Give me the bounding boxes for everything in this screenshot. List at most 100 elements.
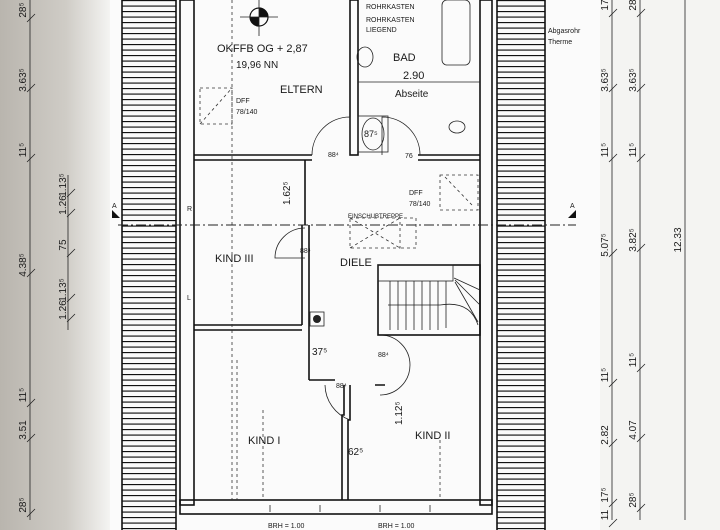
dimension-label: 3.63⁵ — [600, 68, 611, 92]
dimension-chains: 28⁵3.63⁵11⁵4.38⁵11⁵3.5128⁵1.13⁵1.26751.1… — [18, 0, 686, 528]
room-diele: DIELE — [340, 257, 372, 269]
dimension-label: 4.07 — [628, 420, 639, 440]
section-label-left: A — [112, 203, 117, 210]
dimension-tick — [66, 208, 76, 218]
rohrkasten-label: ROHRKASTEN — [366, 17, 415, 24]
abseite-label: Abseite — [395, 89, 429, 100]
shower-label: 87⁵ — [364, 129, 378, 139]
door-bad: 76 — [405, 153, 413, 160]
dimension-tick — [636, 8, 646, 18]
dimension-tick — [26, 398, 36, 408]
dimension-label: 3.51 — [18, 420, 29, 440]
dimension-label: 11⁵ — [600, 368, 611, 383]
room-kind2: KIND II — [415, 430, 450, 442]
dff-label-2: DFF — [409, 190, 423, 197]
dimension-tick — [608, 153, 618, 163]
dimension-tick — [608, 83, 618, 93]
dimension-tick — [636, 363, 646, 373]
nn-label: 19,96 NN — [236, 60, 278, 71]
dimension-label: 5.07⁵ — [600, 233, 611, 257]
dimension-tick — [66, 248, 76, 258]
dimension-tick — [608, 8, 618, 18]
paper-shadow — [0, 0, 110, 530]
roof-windows — [199, 0, 479, 500]
staircase — [377, 264, 481, 336]
dimension-tick — [26, 13, 36, 23]
dimension-label: 11⁵ — [628, 143, 639, 158]
section-arrow-right-icon — [568, 210, 576, 218]
dimension-label: 11⁵ — [18, 143, 29, 158]
dimension-tick — [608, 438, 618, 448]
dimension-tick — [26, 433, 36, 443]
mark-r: R — [187, 206, 192, 213]
dimension-label: 11⁵ — [18, 388, 29, 403]
dimension-total: 12.33 — [673, 227, 684, 252]
room-bad: BAD — [393, 52, 416, 64]
dff-label-1: DFF — [236, 98, 250, 105]
dimension-tick — [636, 433, 646, 443]
dimension-label: 17 — [600, 0, 611, 11]
therme-label: Therme — [548, 39, 572, 46]
door-kind3: 88⁴ — [300, 248, 311, 255]
section-arrow-left-icon — [112, 210, 120, 218]
dff-size-1: 78/140 — [236, 109, 258, 116]
door-eltern: 88⁴ — [328, 152, 339, 159]
rohrkasten-top: ROHRKASTEN — [366, 4, 415, 11]
roof-left — [121, 0, 177, 530]
dimension-label: 2.82 — [600, 425, 611, 445]
dimension-tick — [636, 153, 646, 163]
dimension-label: 1.13⁵ — [58, 173, 69, 197]
dimension-label: 4.38⁵ — [18, 253, 29, 277]
dimension-tick — [26, 153, 36, 163]
dimension-tick — [608, 518, 618, 528]
dimension-label: 3.63⁵ — [18, 68, 29, 92]
dimension-label: 11⁵ — [628, 353, 639, 368]
dimension-label: 3.82⁵ — [628, 228, 639, 252]
room-kind3: KIND III — [215, 253, 254, 265]
dff-size-2: 78/140 — [409, 201, 431, 208]
dimension-label: 1.26 — [58, 195, 69, 215]
dimension-tick — [636, 243, 646, 253]
dimension-label: 28 — [628, 0, 639, 11]
dimension-tick — [636, 503, 646, 513]
dimension-tick — [26, 83, 36, 93]
bad-height: 2.90 — [403, 70, 424, 82]
dimension-label: 75 — [58, 239, 69, 251]
dimension-tick — [608, 498, 618, 508]
einschubtreppe-label: EINSCHUBTREPPE — [348, 214, 403, 220]
dimension-label: 11⁵ — [600, 143, 611, 158]
dimension-tick — [26, 268, 36, 278]
dim-625: 62⁵ — [348, 447, 363, 458]
dim-1125: 1.12⁵ — [394, 401, 405, 425]
dimension-label: 1.13⁵ — [58, 278, 69, 302]
dimension-tick — [608, 378, 618, 388]
dimension-tick — [66, 293, 76, 303]
dimension-tick — [608, 248, 618, 258]
dimension-tick — [66, 313, 76, 323]
dimension-label: 28⁵ — [18, 2, 29, 17]
room-kind1: KIND I — [248, 435, 280, 447]
fixtures — [309, 0, 480, 327]
dimension-tick — [636, 83, 646, 93]
abgasrohr-label: Abgasrohr — [548, 28, 581, 35]
mark-l: L — [187, 295, 191, 302]
room-eltern: ELTERN — [280, 84, 323, 96]
dimension-label: 17⁵ — [600, 487, 611, 502]
door-kind1: 88⁴ — [336, 383, 347, 390]
door-kind2: 88⁴ — [378, 352, 389, 359]
dimension-label: 28⁵ — [18, 497, 29, 512]
dim-375: 37⁵ — [312, 347, 327, 358]
level-label: OKFFB OG + 2,87 — [217, 43, 308, 55]
walls — [179, 0, 493, 515]
dimension-label: 11 — [600, 509, 611, 520]
brh-label-2: BRH = 1.00 — [378, 523, 414, 530]
dim-1625: 1.62⁵ — [282, 181, 293, 205]
brh-label-1: BRH = 1.00 — [268, 523, 304, 530]
dimension-tick — [26, 508, 36, 518]
dimension-label: 28⁵ — [628, 492, 639, 507]
dimension-label: 1.26 — [58, 300, 69, 320]
dimension-label: 3.63⁵ — [628, 68, 639, 92]
doors — [274, 116, 421, 421]
section-label-right: A — [570, 203, 575, 210]
